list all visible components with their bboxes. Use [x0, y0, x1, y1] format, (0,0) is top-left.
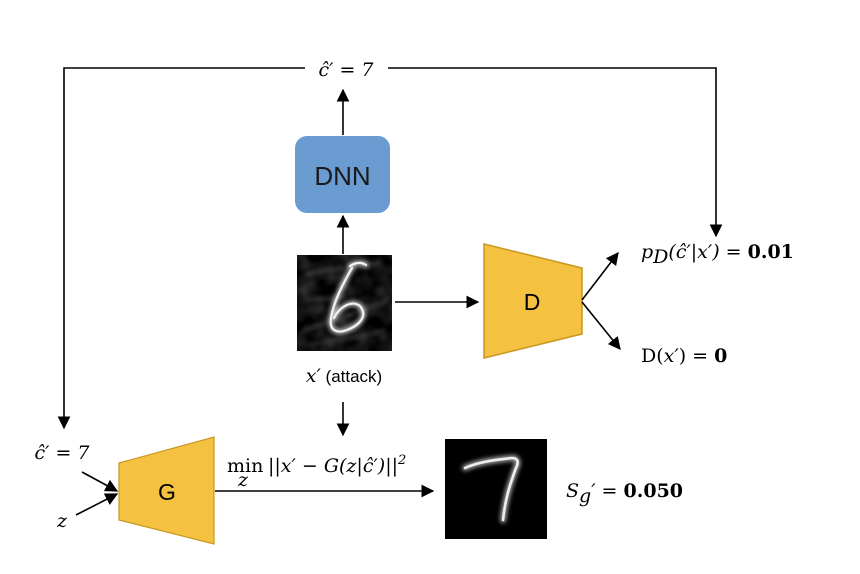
optimization-objective: min z ||x′ − G(z|ĉ′)||2	[227, 453, 406, 491]
generator-label: G	[158, 479, 176, 505]
loop-line-left	[57, 67, 305, 430]
class-to-generator-arrow	[81, 471, 119, 492]
adversarial-image-label: x′ (attack)	[306, 365, 382, 387]
generator-block: G	[118, 436, 215, 545]
dnn-box	[295, 136, 390, 213]
generated-image-bg	[445, 439, 547, 539]
similarity-score-output: Sg′ = 0.050	[566, 480, 683, 507]
dnn-block: DNN	[295, 136, 390, 213]
top-loop-connector	[57, 67, 723, 430]
min-operator: min	[227, 455, 263, 477]
min-expression: ||x′ − G(z|ĉ′)||2	[268, 453, 406, 477]
generated-image	[445, 439, 547, 539]
discriminator-to-pd-arrow	[581, 251, 619, 301]
pd-probability-output: pD(ĉ′|x′) = 0.01	[641, 241, 794, 268]
min-subscript: z	[237, 469, 249, 491]
predicted-class-left-label: ĉ′ = 7	[34, 442, 90, 464]
loop-line-right	[388, 67, 723, 238]
predicted-class-top-label: ĉ′ = 7	[318, 59, 374, 81]
discriminator-score-output: D(x′) = 0	[641, 345, 727, 367]
discriminator-label: D	[524, 289, 541, 315]
latent-z-label: z	[56, 510, 68, 532]
discriminator-to-dx-arrow	[581, 301, 621, 350]
discriminator-trapezoid	[483, 243, 583, 359]
discriminator-block: D	[483, 243, 583, 359]
generator-trapezoid	[118, 436, 215, 545]
adversarial-image	[297, 255, 392, 351]
dnn-label: DNN	[314, 161, 370, 191]
z-to-generator-arrow	[75, 493, 119, 516]
